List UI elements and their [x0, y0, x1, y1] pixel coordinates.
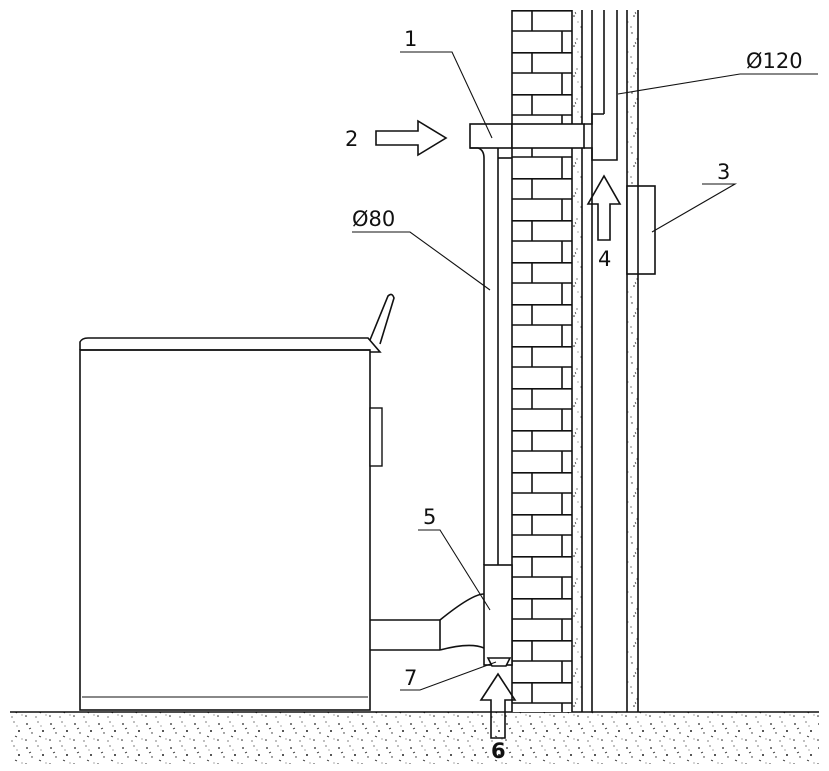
boiler-lid-handle: [369, 293, 395, 345]
condensate-drain: [486, 657, 512, 667]
arrow-up-icon: [479, 672, 517, 739]
wall-grille: [626, 185, 656, 275]
brick-wall: [511, 10, 573, 712]
label-5: 5: [423, 505, 436, 529]
boiler-flue-duct: [370, 619, 440, 651]
pipe-120: [603, 10, 618, 138]
plaster-layer-inner: [572, 10, 583, 712]
arrow-up-icon: [586, 174, 622, 241]
label-pipe-120: Ø120: [746, 49, 803, 73]
bottom-tee: [439, 564, 513, 666]
label-1: 1: [404, 27, 417, 51]
arrow-right-icon: [375, 119, 448, 157]
leader-lines: [352, 51, 818, 691]
label-pipe-80: Ø80: [352, 207, 395, 231]
floor-slab: [10, 711, 819, 764]
outer-wall: [626, 10, 639, 712]
pipe-80: [483, 157, 512, 565]
label-3: 3: [717, 160, 730, 184]
wall-connector: [469, 113, 618, 161]
label-6: 6: [491, 739, 506, 763]
boiler-cabinet: [79, 337, 383, 711]
label-4: 4: [598, 247, 611, 271]
label-7: 7: [404, 666, 417, 690]
label-2: 2: [345, 127, 358, 151]
